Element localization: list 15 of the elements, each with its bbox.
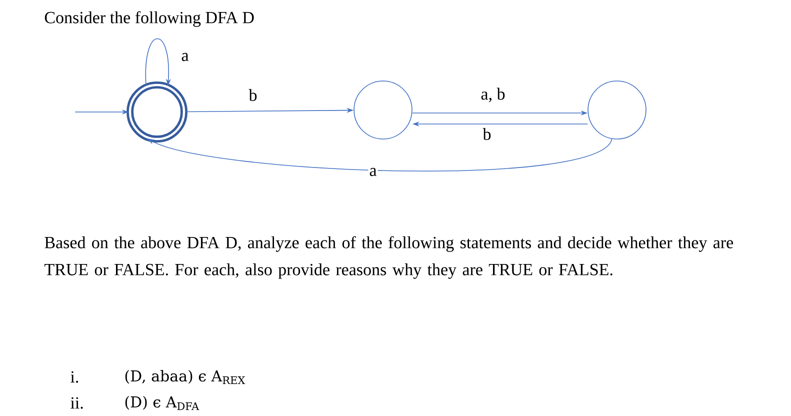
- list-item: (D) ϵ A$_{DFA}$: [125, 396, 200, 410]
- paragraph: Based on the above DFA D, analyze each of the following statements and decide whether they are TRUE or FALSE. For each, also provide reasons why they are TRUE or FALSE.: [44, 236, 734, 279]
- accepting-state-circle: [126, 82, 188, 142]
- arrow: [145, 38, 171, 86]
- edge-label: b: [248, 88, 258, 102]
- state-circle: [354, 80, 412, 140]
- edge-label: a: [180, 52, 190, 62]
- edge-label: a, b: [480, 86, 506, 104]
- title: Consider the following DFA D: [44, 11, 254, 27]
- edge-label: a: [368, 166, 378, 178]
- state-circle: [588, 80, 646, 140]
- list-item: (D, abaa) ϵ A$_{REX}$: [125, 370, 246, 384]
- list-number: i.: [70, 371, 78, 383]
- edge-label: b: [482, 127, 492, 141]
- list-number: ii.: [70, 397, 83, 409]
